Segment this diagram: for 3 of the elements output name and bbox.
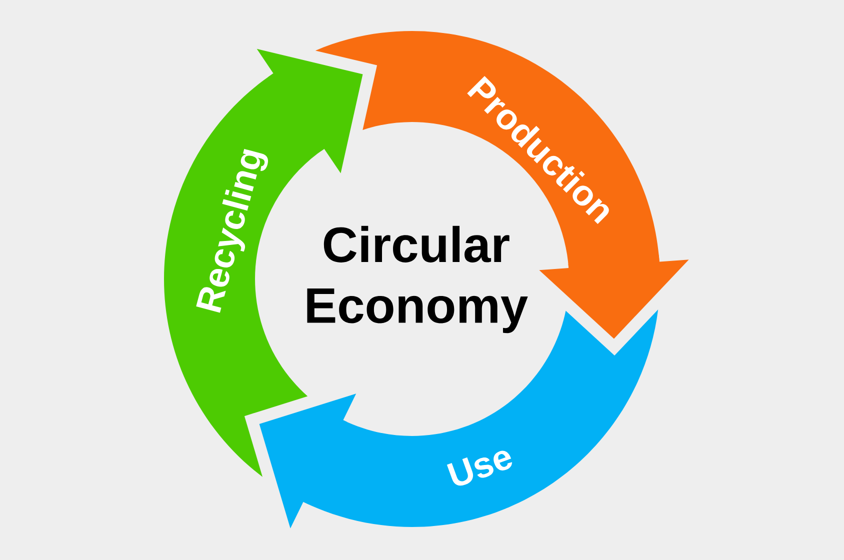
arrowhead <box>256 48 363 174</box>
arrowhead <box>259 394 356 528</box>
arrowhead <box>539 255 689 339</box>
